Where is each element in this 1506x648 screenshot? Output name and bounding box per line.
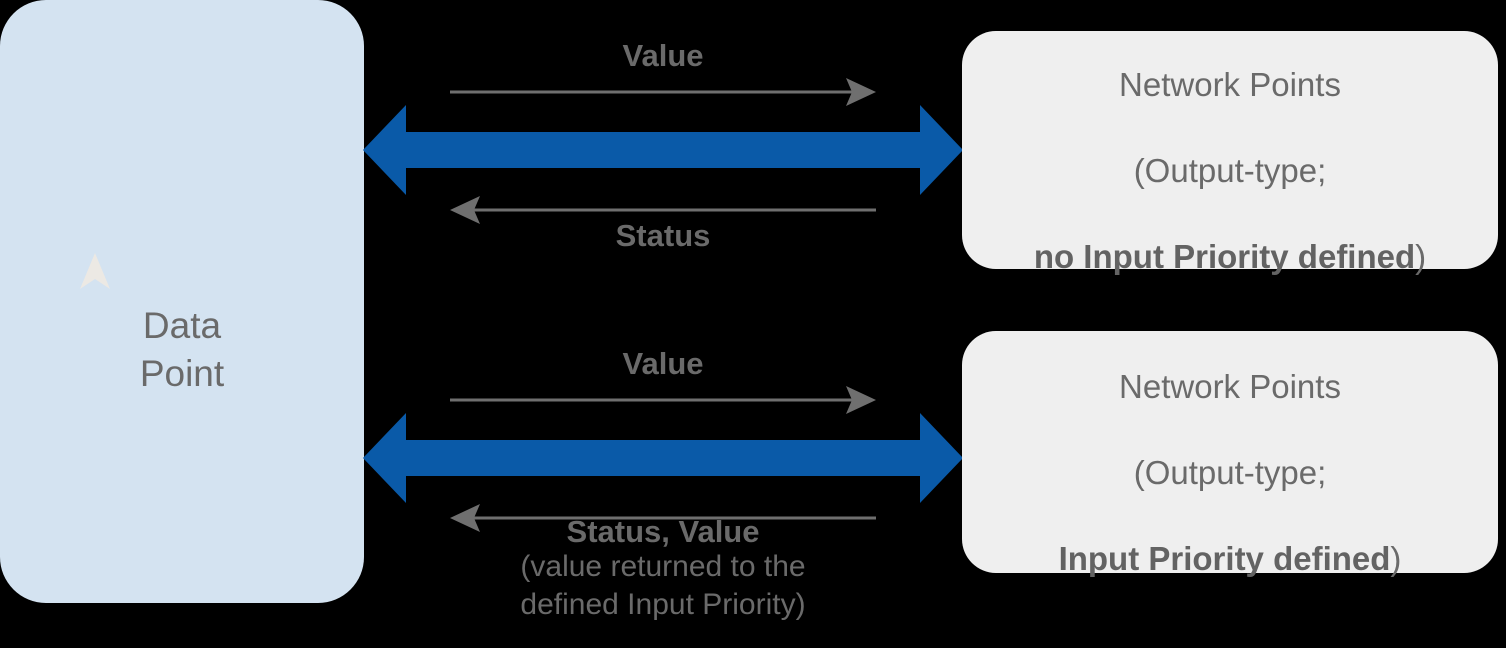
network-bottom-line2: (Output-type;	[1133, 454, 1327, 491]
chevron-up-glyph-icon	[79, 253, 110, 290]
network-points-text-top: Network Points (Output-type; no Input Pr…	[1034, 21, 1426, 278]
network-bottom-line3-tail: )	[1390, 539, 1402, 577]
lower-status-value-label: Status, Value	[566, 514, 760, 549]
data-point-inner: Data Point	[79, 205, 225, 397]
flow-group-lower: Value Status, Value (value returned to t…	[360, 336, 966, 642]
blue-double-arrow-upper	[363, 105, 963, 195]
flow-group-upper: Value Status	[360, 28, 966, 290]
data-point-box: Data Point	[0, 0, 364, 603]
upper-value-label: Value	[622, 38, 704, 73]
network-points-box-no-priority: Network Points (Output-type; no Input Pr…	[962, 31, 1498, 275]
upper-status-label: Status	[615, 218, 711, 253]
network-top-line1: Network Points	[1119, 66, 1341, 104]
lower-value-label: Value	[622, 346, 704, 381]
blue-double-arrow-lower	[363, 413, 963, 503]
status-value-arrow-lower	[450, 504, 876, 532]
lower-arrows-svg	[363, 386, 963, 532]
network-points-box-with-priority: Network Points (Output-type; Input Prior…	[962, 331, 1498, 577]
network-top-line2: (Output-type;	[1133, 152, 1327, 189]
network-top-line3-bold: no Input Priority defined	[1033, 237, 1416, 275]
network-points-text-bottom: Network Points (Output-type; Input Prior…	[1059, 323, 1402, 580]
upper-arrows-svg	[363, 78, 963, 224]
network-bottom-line1: Network Points	[1119, 368, 1341, 406]
lower-return-note: (value returned to the defined Input Pri…	[520, 550, 806, 621]
status-arrow-upper	[450, 196, 876, 224]
data-point-label: Data Point	[139, 304, 225, 394]
value-arrow-upper	[450, 78, 876, 106]
network-bottom-line3-bold: Input Priority defined	[1058, 539, 1391, 577]
network-top-line3-tail: )	[1415, 237, 1427, 275]
value-arrow-lower	[450, 386, 876, 414]
